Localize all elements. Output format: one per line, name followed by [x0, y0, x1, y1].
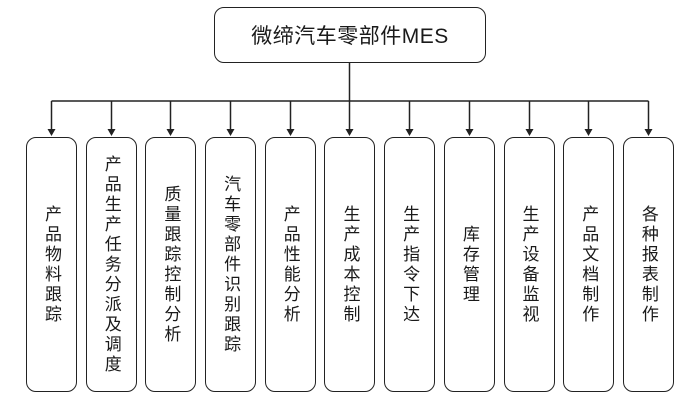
node-label: 生产设备监视 [519, 204, 539, 325]
children-row: 产品物料跟踪 产品生产任务分派及调度 质量跟踪控制分析 汽车零部件识别跟踪 产品… [0, 137, 700, 392]
node-label: 生产成本控制 [340, 204, 360, 325]
node-label: 质量跟踪控制分析 [161, 184, 181, 345]
node-product-document-creation: 产品文档制作 [563, 137, 615, 392]
node-quality-tracking-control-analysis: 质量跟踪控制分析 [145, 137, 197, 392]
node-product-performance-analysis: 产品性能分析 [264, 137, 316, 392]
node-label: 各种报表制作 [638, 204, 658, 325]
node-production-task-dispatch-scheduling: 产品生产任务分派及调度 [85, 137, 137, 392]
node-product-material-tracking: 产品物料跟踪 [26, 137, 77, 392]
root-node: 微缔汽车零部件MES [214, 7, 486, 63]
node-label: 汽车零部件识别跟踪 [221, 174, 241, 355]
node-report-creation: 各种报表制作 [622, 137, 674, 392]
node-production-order-issuing: 生产指令下达 [384, 137, 436, 392]
node-label: 产品性能分析 [280, 204, 300, 325]
node-label: 库存管理 [459, 224, 479, 305]
root-node-label: 微缔汽车零部件MES [251, 25, 449, 48]
node-label: 产品物料跟踪 [42, 204, 61, 325]
node-label: 生产指令下达 [400, 204, 420, 325]
node-production-equipment-monitoring: 生产设备监视 [503, 137, 555, 392]
node-inventory-management: 库存管理 [443, 137, 495, 392]
node-label: 产品文档制作 [579, 204, 599, 325]
node-production-cost-control: 生产成本控制 [324, 137, 376, 392]
node-auto-parts-identification-tracking: 汽车零部件识别跟踪 [205, 137, 257, 392]
node-label: 产品生产任务分派及调度 [101, 154, 121, 375]
